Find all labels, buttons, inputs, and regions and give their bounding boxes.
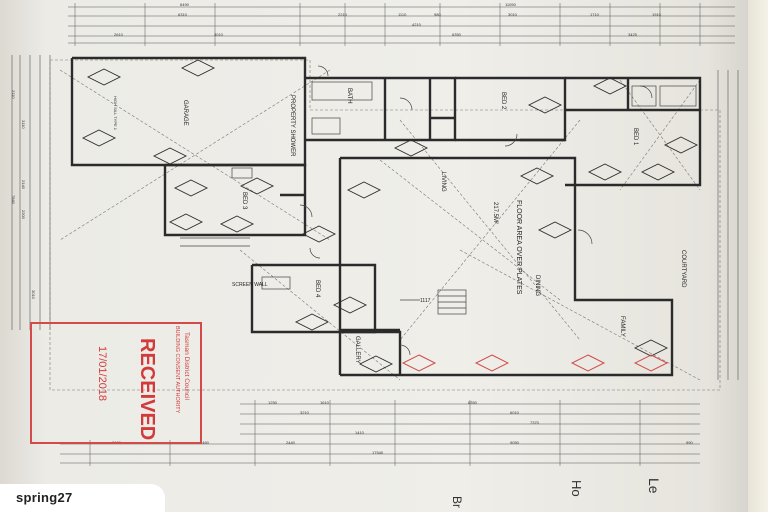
dim-left-4: 7840: [11, 195, 16, 204]
stamp-frame: [30, 322, 202, 444]
dim-top-4: 1110: [398, 12, 407, 17]
stamp-received-text: RECEIVED: [136, 338, 158, 441]
dim-bottom-4: 6010: [510, 410, 519, 415]
received-stamp: RECEIVED Tasman District Council BUILDIN…: [30, 322, 202, 444]
dim-top-7: 1710: [590, 12, 599, 17]
room-garage: GARAGE: [182, 100, 188, 126]
stamp-council-text: Tasman District Council: [183, 332, 190, 400]
room-property-shower: PROPERTY SHOWER: [289, 95, 295, 157]
dim-top-3: 2210: [338, 12, 347, 17]
dim-top-10: 3010: [214, 32, 223, 37]
room-living: LIVING: [440, 172, 446, 192]
paper-edge: [748, 0, 768, 512]
legend-ho: Ho: [569, 480, 584, 497]
room-bed1: BED 1: [632, 128, 638, 146]
room-bed2: BED 2: [500, 92, 506, 110]
room-family: FAMILY: [619, 316, 625, 337]
window-markers: [81, 59, 699, 373]
dim-left-2: 2140: [21, 180, 26, 189]
dim-bottom-8: 9050: [510, 440, 519, 445]
floor-area-value: 217.5M²: [492, 202, 498, 225]
dim-bottom-0: 1250: [268, 400, 277, 405]
dim-top-13: 3425: [628, 32, 637, 37]
dim-bottom-6: 2440: [286, 440, 295, 445]
stamp-authority-text: BUILDING CONSENT AUTHORITY: [174, 326, 180, 414]
dim-bottom-7: 1410: [355, 430, 364, 435]
dim-top-5: 980: [434, 12, 441, 17]
dim-bottom-5: 7370: [530, 420, 539, 425]
window-markers-red: [401, 354, 669, 372]
dim-top-0: 6490: [180, 2, 189, 7]
dim-left-0: 2110: [11, 90, 16, 99]
room-bed3: BED 3: [241, 192, 247, 210]
legend-br: Br: [450, 496, 464, 508]
dim-top-1: 11050: [505, 2, 516, 7]
dim-bottom-2: 1610: [320, 400, 329, 405]
floor-area-label: FLOOR AREA OVER PLATES: [515, 200, 522, 295]
watermark-badge: [0, 484, 165, 512]
dim-top-8: 1910: [652, 12, 661, 17]
dim-left-3: 2200: [21, 210, 26, 219]
room-gallery: GALLERY: [354, 336, 360, 364]
stamp-date-text: 17/01/2018: [96, 346, 108, 402]
dim-left-1: 3110: [21, 120, 26, 129]
dim-left-5: 3010: [31, 290, 36, 299]
dimension-1117: 1117: [420, 298, 431, 304]
dim-top-9: 2610: [114, 32, 123, 37]
room-bath: BATH: [346, 88, 352, 104]
watermark-text: spring27: [16, 490, 73, 505]
dim-bottom-3: 6350: [468, 400, 477, 405]
screen-wall-note: SCREEN WALL: [232, 282, 268, 288]
window-spec-note: HIGH SILL TYPE 1: [113, 96, 118, 131]
dim-top-2: 6310: [178, 12, 187, 17]
room-courtyard: COURTYARD: [680, 250, 686, 288]
room-bed4: BED 4: [314, 280, 320, 298]
dim-top-12: 6350: [452, 32, 461, 37]
dim-bottom-1: 3210: [300, 410, 309, 415]
dim-bottom-11: 990: [686, 440, 693, 445]
dim-bottom-12: 17540: [372, 450, 384, 455]
room-dining: DINING: [534, 275, 540, 296]
dim-top-6: 3010: [508, 12, 517, 17]
dim-top-11: 4210: [412, 22, 421, 27]
legend-heading: Le: [646, 478, 662, 494]
dim-bottom-10: 2460: [200, 440, 209, 445]
